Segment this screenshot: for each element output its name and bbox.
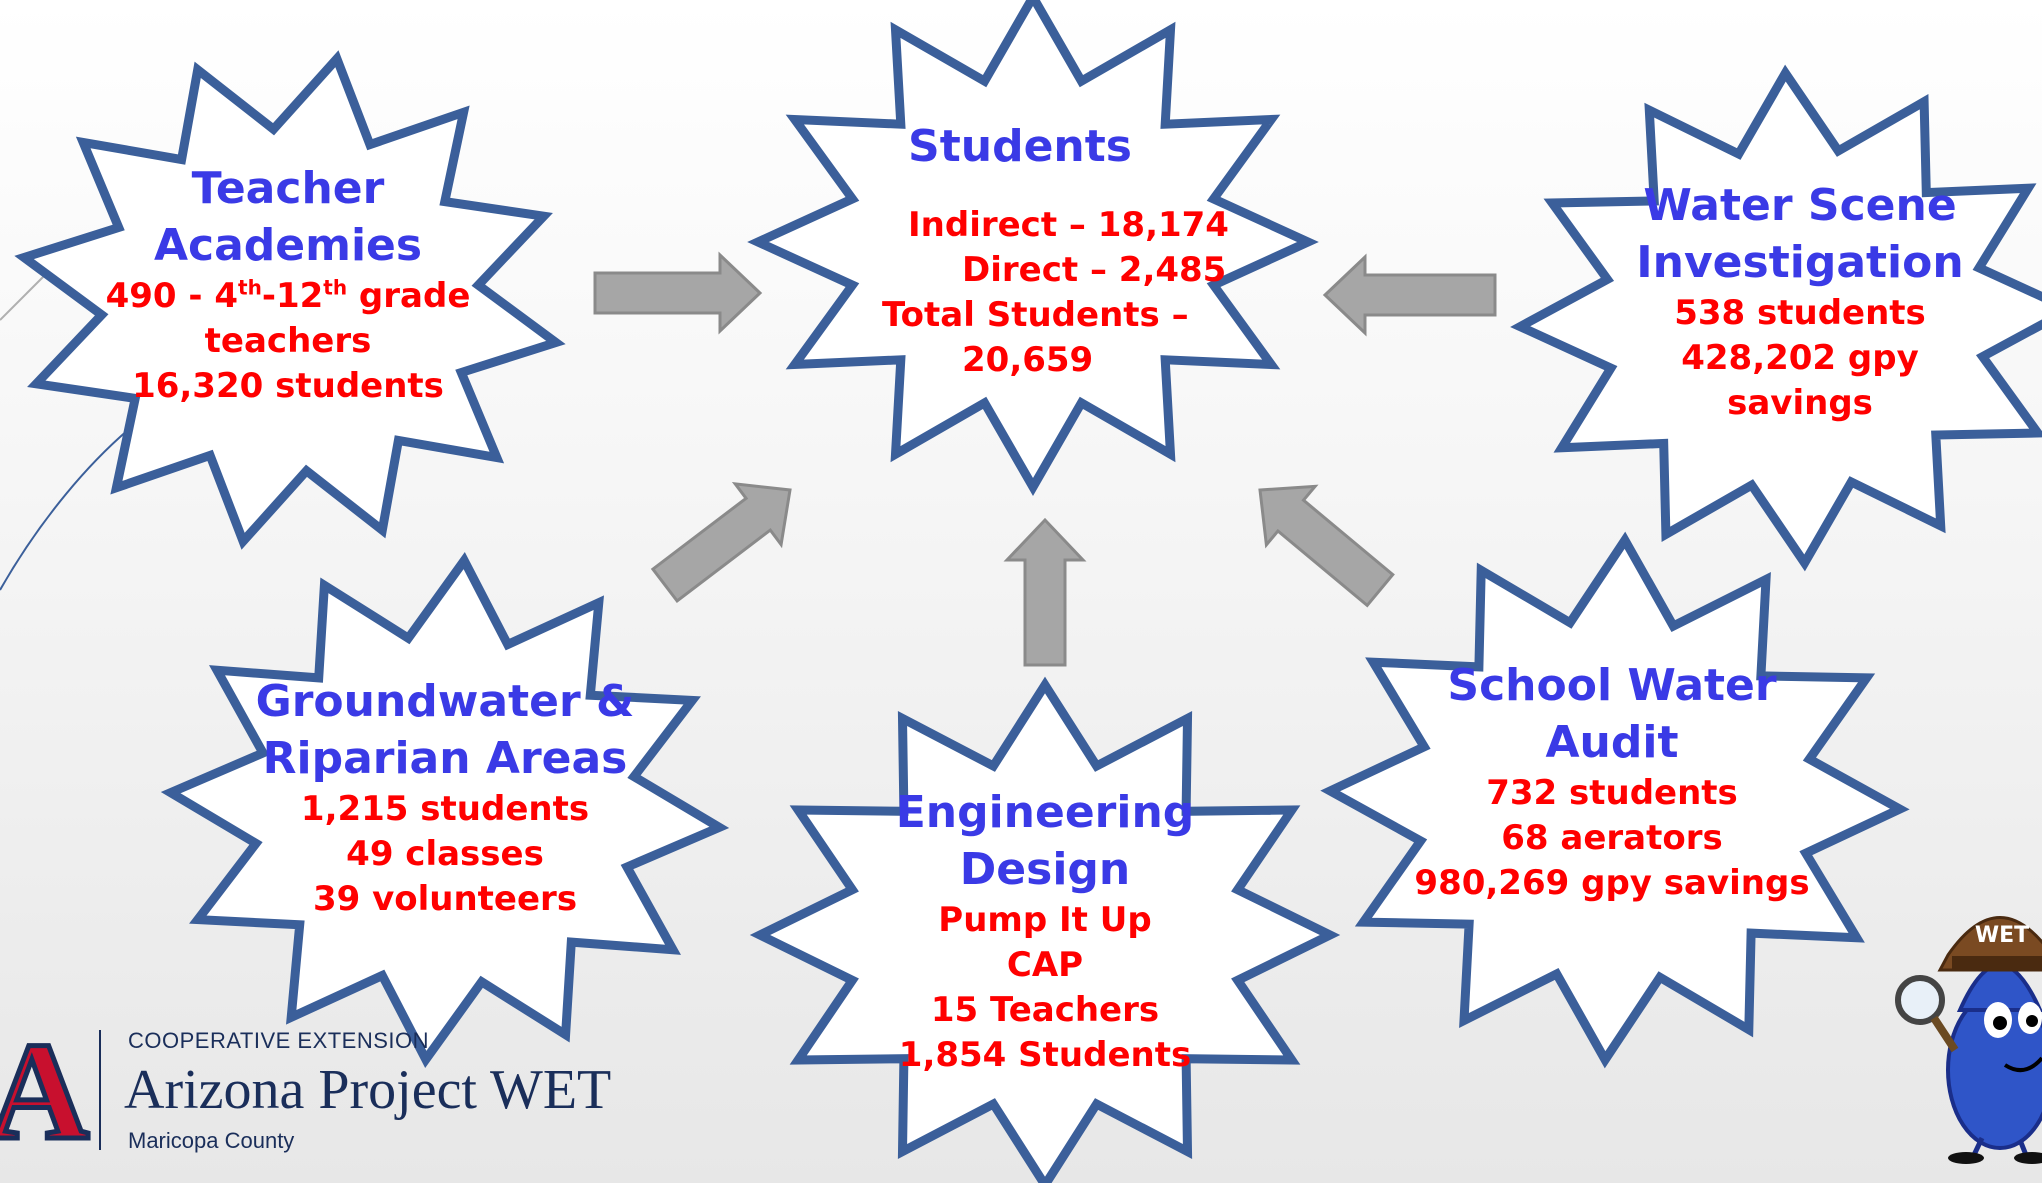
teacher-grades-sup1: th [238,275,262,300]
teacher-grades-b: -12 [261,276,324,316]
students-details: Indirect – 18,174 Direct – 2,485 Total S… [860,203,1229,383]
university-a-logo-icon: A [0,1020,101,1170]
engineering-teachers: 15 Teachers [930,990,1160,1030]
audit-star [1320,531,1910,1069]
engineering-students: 1,854 Students [898,1035,1192,1075]
arrow-teacher-to-students [593,251,763,335]
audit-title-1: School Water [1447,660,1777,711]
groundwater-volunteers: 39 volunteers [312,879,578,919]
logo-arizona-project-wet: Arizona Project WET [124,1059,612,1121]
students-title: Students [908,121,1132,172]
students-node: Students [840,118,1200,175]
water-drop-detective-icon: WET [1895,916,2042,1164]
teacher-title-1: Teacher [191,163,385,214]
audit-aerators: 68 aerators [1501,818,1723,858]
arrow-groundwater-to-students [650,482,792,604]
wsi-savings: savings [1727,383,1873,423]
teacher-academies-star [14,50,566,550]
audit-title-2: Audit [1545,717,1679,768]
logo-cooperative-extension: COOPERATIVE EXTENSION [128,1028,430,1053]
students-total-label: Total Students – [882,295,1189,335]
teacher-grades-c: grade [347,276,471,316]
students-direct: Direct – 2,485 [962,250,1227,290]
wsi-gpy: 428,202 gpy [1681,338,1919,378]
groundwater-students: 1,215 students [300,789,590,829]
engineering-title-1: Engineering [895,787,1195,838]
engineering-star [749,676,1341,1183]
audit-students: 732 students [1486,773,1738,813]
stars-group [14,0,2042,1183]
audit-savings: 980,269 gpy savings [1414,863,1810,903]
groundwater-classes: 49 classes [346,834,544,874]
logo-maricopa-county: Maricopa County [128,1128,295,1153]
teacher-academies-node: Teacher Academies 490 - 4th-12th grade t… [88,160,488,409]
arrow-engineering-to-students [1003,517,1087,667]
students-star [747,0,1319,497]
wsi-title-2: Investigation [1636,237,1964,288]
logo-mark: A [0,1020,89,1169]
engineering-pump: Pump It Up [938,900,1152,940]
engineering-title-2: Design [959,844,1131,895]
groundwater-title-1: Groundwater & [255,676,635,727]
wsi-students: 538 students [1674,293,1926,333]
teacher-title-2: Academies [153,220,423,271]
groundwater-node: Groundwater & Riparian Areas 1,215 stude… [245,673,645,922]
wsi-star [1510,64,2042,572]
groundwater-star [160,552,730,1068]
mascot-hat-text: WET [1975,923,2029,948]
arrow-audit-to-students [1258,484,1395,608]
arizona-project-wet-logo: A COOPERATIVE EXTENSION Arizona Project … [0,1020,640,1170]
groundwater-title-2: Riparian Areas [262,733,628,784]
students-indirect: Indirect – 18,174 [908,205,1229,245]
teacher-grades: 490 - 4th-12th grade [88,274,488,319]
teacher-teachers: teachers [204,321,372,361]
teacher-grades-sup2: th [323,275,348,300]
teacher-grades-a: 490 - 4 [105,276,239,316]
engineering-cap: CAP [1006,945,1084,985]
wsi-node: Water Scene Investigation 538 students 4… [1600,177,2000,426]
engineering-node: Engineering Design Pump It Up CAP 15 Tea… [845,784,1245,1078]
students-total-value: 20,659 [962,340,1094,380]
arrows-group [593,251,1497,667]
decorative-swoosh-2 [0,269,51,321]
arrow-wsi-to-students [1322,253,1497,337]
teacher-students: 16,320 students [132,366,444,406]
audit-node: School Water Audit 732 students 68 aerat… [1412,657,1812,906]
wsi-title-1: Water Scene [1643,180,1957,231]
